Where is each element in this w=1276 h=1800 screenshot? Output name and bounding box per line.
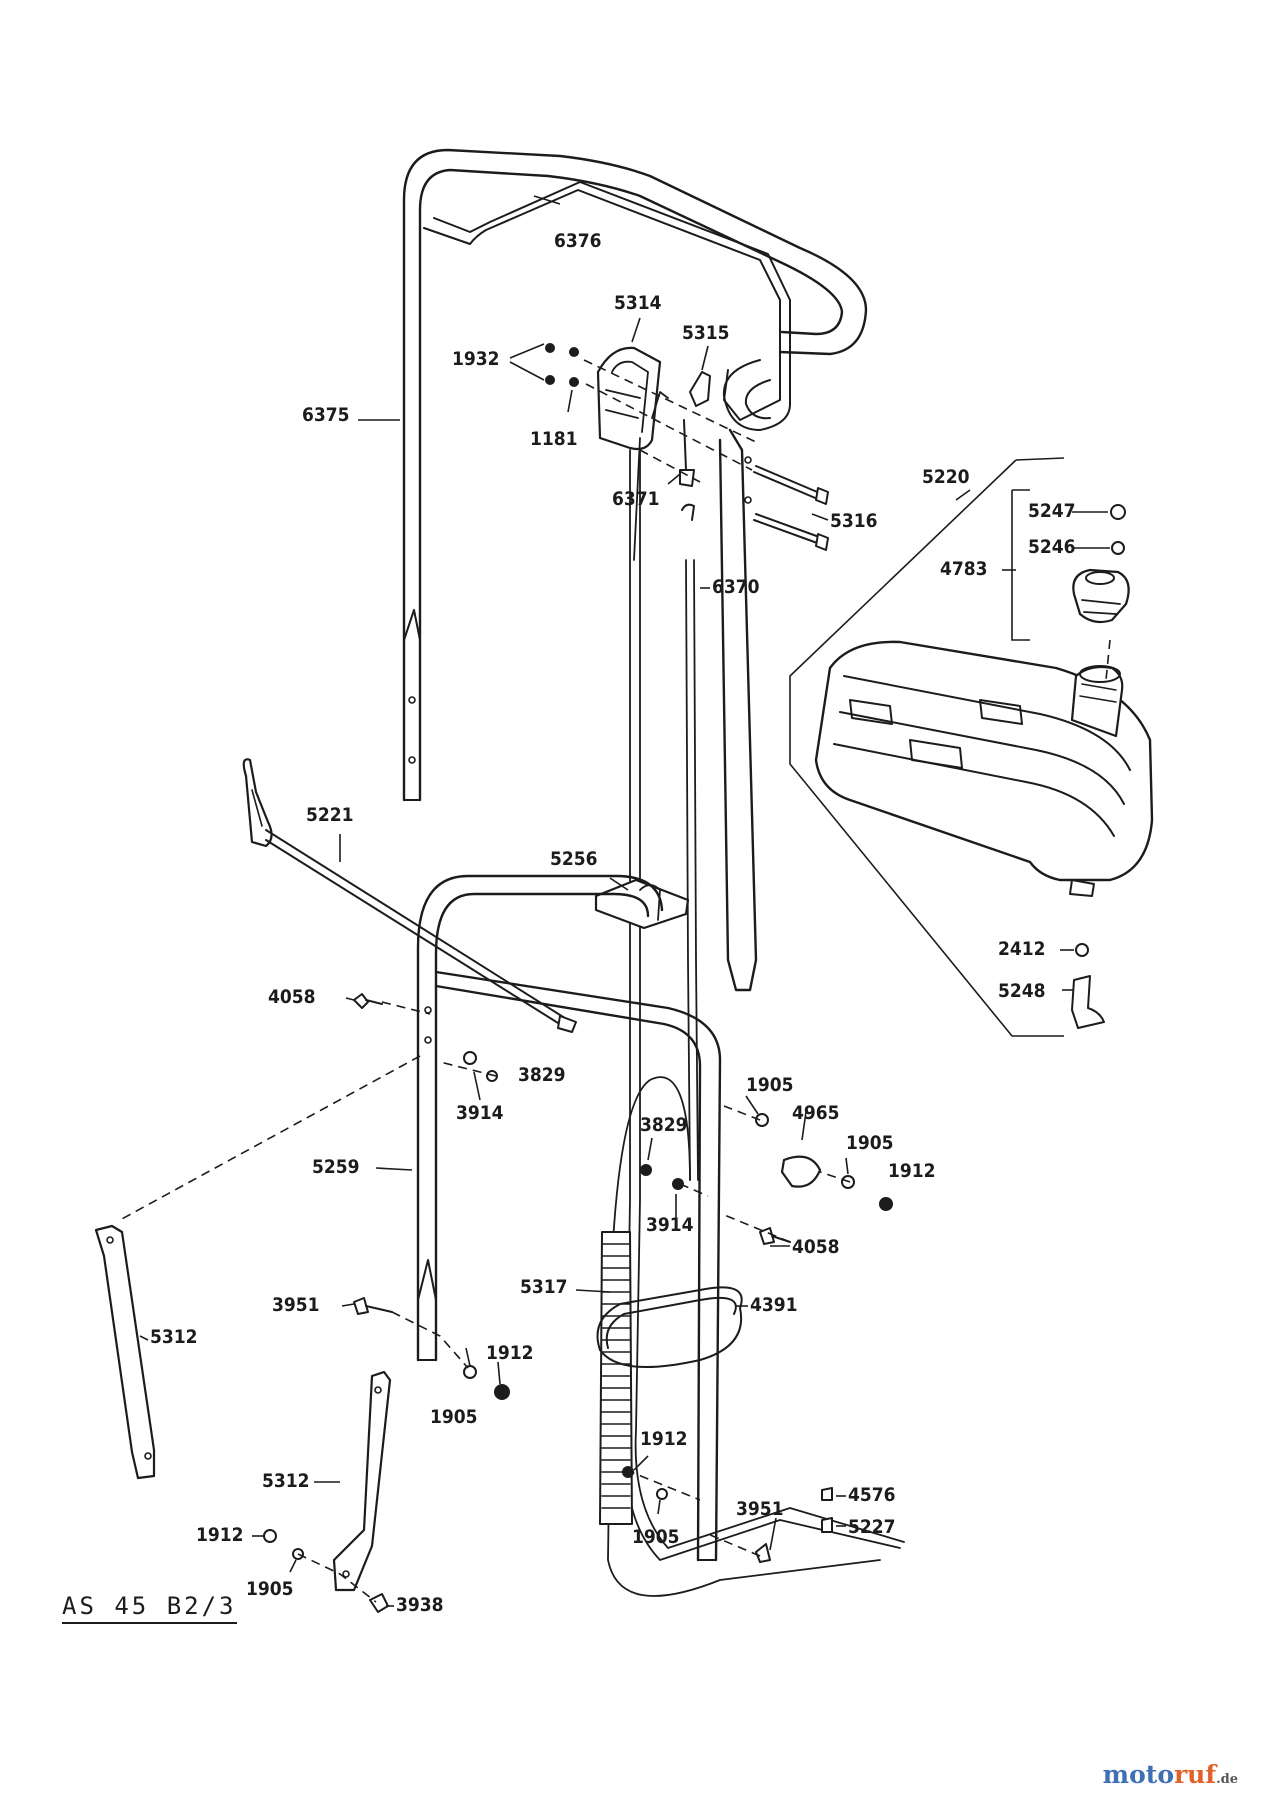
watermark-logo: motoruf.de <box>1103 1762 1238 1787</box>
fuel-tank-5220 <box>789 457 1154 1037</box>
assembly-lines <box>119 359 851 1603</box>
watermark-tld: .de <box>1216 1772 1238 1787</box>
part-label-4391: 4391 <box>750 1294 798 1316</box>
part-label-5221: 5221 <box>306 804 354 826</box>
part-label-1912: 1912 <box>888 1160 936 1182</box>
fuel-cap-4783 <box>1011 489 1130 681</box>
part-label-3951: 3951 <box>272 1294 320 1316</box>
part-label-5314: 5314 <box>614 292 662 314</box>
part-label-3938: 3938 <box>396 1594 444 1616</box>
part-label-3829: 3829 <box>518 1064 566 1086</box>
part-label-1912: 1912 <box>640 1428 688 1450</box>
part-label-6371: 6371 <box>612 488 660 510</box>
part-label-5256: 5256 <box>550 848 598 870</box>
part-label-5220: 5220 <box>922 466 970 488</box>
part-label-3829: 3829 <box>640 1114 688 1136</box>
cable-guide-rod-6376 <box>423 181 791 431</box>
fasteners <box>263 993 893 1613</box>
part-label-5259: 5259 <box>312 1156 360 1178</box>
throttle-lever-5314 <box>596 346 669 561</box>
bracket-5312-right <box>332 1370 392 1592</box>
part-label-1905: 1905 <box>632 1526 680 1548</box>
part-label-5312: 5312 <box>262 1470 310 1492</box>
part-label-5317: 5317 <box>520 1276 568 1298</box>
part-label-1905: 1905 <box>430 1406 478 1428</box>
part-label-5312: 5312 <box>150 1326 198 1348</box>
bracket-5312-left <box>94 1224 156 1480</box>
part-label-5315: 5315 <box>682 322 730 344</box>
part-label-1181: 1181 <box>530 428 578 450</box>
fasteners-1932-1181 <box>545 343 579 387</box>
part-label-5246: 5246 <box>1028 536 1076 558</box>
spring-5317 <box>599 1231 633 1525</box>
handle-clamp-5256 <box>594 878 690 930</box>
spring-6371 <box>679 419 695 521</box>
part-label-1905: 1905 <box>846 1132 894 1154</box>
part-label-5227: 5227 <box>848 1516 896 1538</box>
handle-tube-6370 <box>718 428 758 992</box>
choke-rod-5221 <box>242 758 577 1033</box>
upper-handle-6375 <box>402 148 868 802</box>
part-label-4058: 4058 <box>792 1236 840 1258</box>
part-label-6376: 6376 <box>554 230 602 252</box>
label-leaders <box>139 195 1110 1607</box>
part-label-1905: 1905 <box>746 1074 794 1096</box>
cable-clip-4391 <box>596 1286 743 1369</box>
part-label-1912: 1912 <box>196 1524 244 1546</box>
part-label-3951: 3951 <box>736 1498 784 1520</box>
part-label-4058: 4058 <box>268 986 316 1008</box>
part-label-1905: 1905 <box>246 1578 294 1600</box>
lower-handle-5259 <box>416 874 722 1562</box>
bracket-5315 <box>689 371 711 407</box>
part-label-6375: 6375 <box>302 404 350 426</box>
watermark-part-b: ruf <box>1174 1760 1217 1789</box>
part-label-3914: 3914 <box>456 1102 504 1124</box>
part-label-5247: 5247 <box>1028 500 1076 522</box>
watermark-part-a: moto <box>1102 1760 1174 1789</box>
part-label-3914: 3914 <box>646 1214 694 1236</box>
part-label-2412: 2412 <box>998 938 1046 960</box>
part-label-4783: 4783 <box>940 558 988 580</box>
clip-4965 <box>780 1155 822 1188</box>
part-label-1912: 1912 <box>486 1342 534 1364</box>
part-label-5248: 5248 <box>998 980 1046 1002</box>
screws-5316 <box>753 465 829 551</box>
tank-mount-2412-5248 <box>1071 943 1105 1029</box>
part-label-4576: 4576 <box>848 1484 896 1506</box>
part-label-6370: 6370 <box>712 576 760 598</box>
model-code: AS 45 B2/3 <box>62 1592 237 1624</box>
part-label-4965: 4965 <box>792 1102 840 1124</box>
part-label-5316: 5316 <box>830 510 878 532</box>
part-label-1932: 1932 <box>452 348 500 370</box>
